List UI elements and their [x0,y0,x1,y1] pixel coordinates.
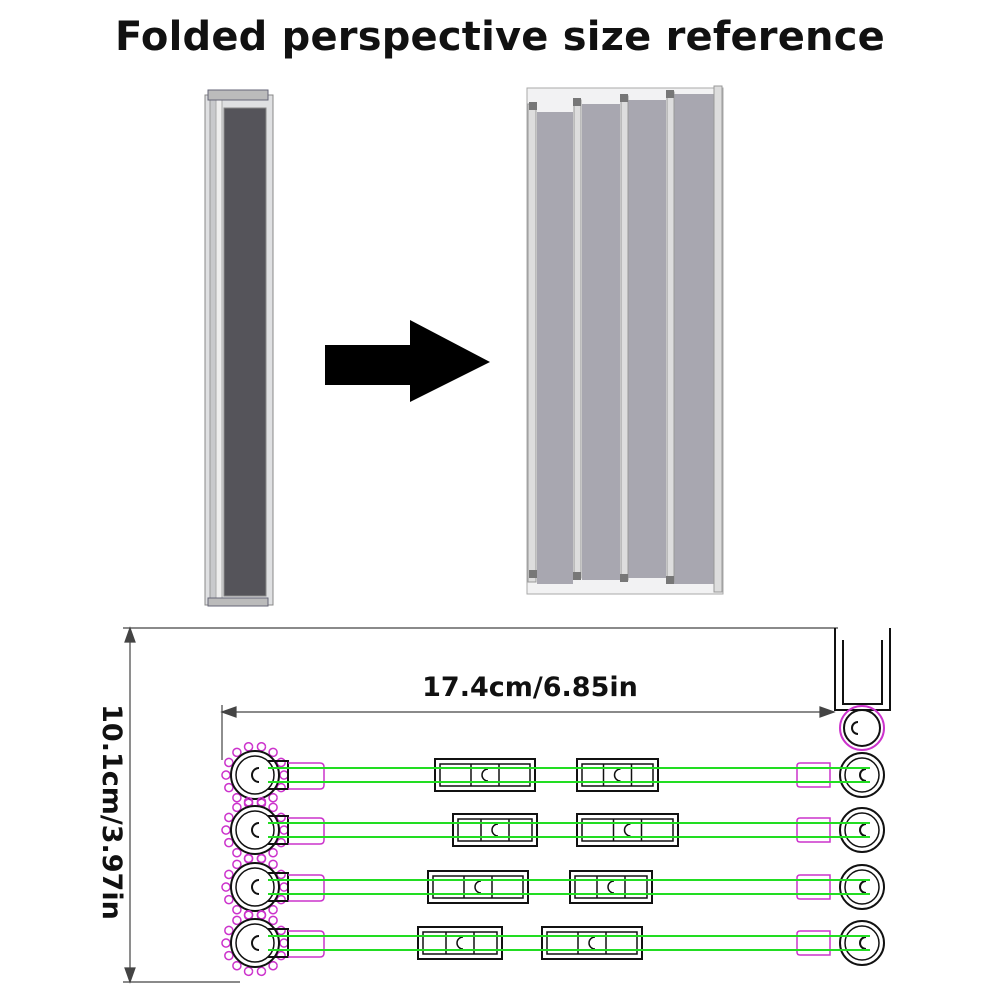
end-profile [834,628,891,751]
height-dimension-label: 10.1cm/3.97in [96,704,127,920]
gear-icon [221,910,289,977]
arrow-icon [325,320,490,402]
profile-row [221,742,885,809]
profile-rows [221,742,885,977]
unfolded-screen [526,85,724,595]
width-dimension-label: 17.4cm/6.85in [422,672,638,703]
page-title: Folded perspective size reference [115,14,885,60]
profile-row [221,854,885,921]
dimension-lines [123,626,838,984]
profile-row [221,910,885,977]
profile-row [221,797,885,864]
folded-screen [204,89,274,607]
